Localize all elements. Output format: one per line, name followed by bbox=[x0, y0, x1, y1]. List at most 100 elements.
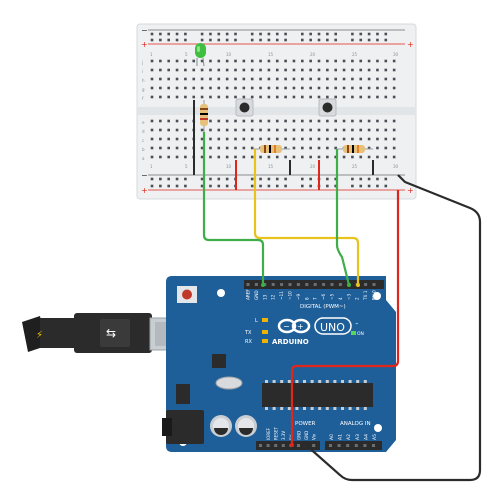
breadboard-hole bbox=[284, 77, 287, 81]
rail-hole bbox=[259, 32, 262, 36]
wire-end bbox=[261, 283, 265, 287]
led-label-l: L bbox=[255, 318, 258, 324]
resistor-band bbox=[357, 145, 359, 153]
rail-hole bbox=[384, 184, 388, 188]
breadboard-hole bbox=[342, 77, 346, 81]
rail-hole bbox=[376, 177, 379, 181]
breadboard-hole bbox=[184, 119, 187, 123]
header-pin bbox=[346, 444, 350, 447]
breadboard-hole bbox=[242, 59, 246, 63]
breadboard-hole bbox=[275, 95, 279, 99]
breadboard-hole bbox=[175, 146, 179, 150]
pin-label: A3 bbox=[355, 434, 361, 440]
breadboard-hole bbox=[317, 155, 321, 159]
breadboard-hole bbox=[225, 95, 229, 99]
rail-hole bbox=[334, 32, 337, 36]
breadboard-hole bbox=[376, 128, 379, 132]
breadboard-hole bbox=[384, 137, 388, 141]
wire-red-5v[interactable] bbox=[290, 190, 400, 445]
breadboard-hole bbox=[384, 128, 388, 132]
pin-label: GND bbox=[254, 290, 259, 300]
breadboard-hole bbox=[192, 95, 196, 99]
breadboard-hole bbox=[250, 155, 254, 159]
rail-hole bbox=[367, 177, 371, 181]
header-pin bbox=[364, 283, 368, 286]
breadboard-hole bbox=[292, 77, 296, 81]
wire-green-button-2[interactable] bbox=[335, 149, 351, 286]
column-number: 10 bbox=[226, 52, 232, 57]
rail-hole bbox=[159, 38, 162, 42]
led-tx bbox=[262, 330, 268, 334]
resistor-button-1[interactable] bbox=[253, 145, 290, 153]
reset-button[interactable] bbox=[177, 286, 197, 303]
chip-pin bbox=[310, 407, 314, 410]
led-leg bbox=[202, 57, 205, 67]
column-number: 20 bbox=[310, 52, 316, 57]
breadboard-hole bbox=[392, 68, 396, 72]
breadboard-hole bbox=[217, 59, 221, 63]
breadboard-hole bbox=[384, 95, 388, 99]
breadboard-hole bbox=[326, 68, 329, 72]
breadboard-hole bbox=[167, 119, 170, 123]
rail-plus-label-bottom-right: + bbox=[407, 186, 414, 195]
wire-black-gnd[interactable] bbox=[305, 174, 482, 482]
board-pcb bbox=[166, 276, 396, 452]
resistor-led[interactable] bbox=[200, 100, 208, 132]
breadboard-hole bbox=[234, 119, 237, 123]
breadboard-hole bbox=[200, 128, 204, 132]
column-number: 25 bbox=[352, 52, 358, 57]
breadboard-hole bbox=[384, 146, 388, 150]
breadboard-hole bbox=[334, 146, 337, 150]
rail-hole bbox=[309, 32, 312, 36]
breadboard-hole bbox=[234, 95, 237, 99]
breadboard-hole bbox=[392, 155, 396, 159]
breadboard-hole bbox=[275, 68, 279, 72]
breadboard-hole bbox=[359, 155, 363, 159]
dc-power-jack[interactable] bbox=[166, 410, 204, 444]
breadboard-hole bbox=[309, 68, 312, 72]
push-button-2[interactable] bbox=[318, 98, 337, 117]
wire-yellow-button-1[interactable] bbox=[253, 149, 360, 285]
breadboard-hole bbox=[384, 119, 388, 123]
breadboard-hole bbox=[317, 59, 321, 63]
breadboard-hole bbox=[367, 146, 371, 150]
pin-label: A2 bbox=[346, 434, 352, 440]
breadboard-hole bbox=[217, 155, 221, 159]
breadboard-hole bbox=[367, 137, 371, 141]
breadboard-hole bbox=[392, 77, 396, 81]
header-pin bbox=[305, 283, 309, 286]
chip-pin bbox=[333, 380, 337, 383]
pin-label: A1 bbox=[338, 434, 344, 440]
chip-pin bbox=[280, 407, 284, 410]
rail-hole bbox=[159, 177, 162, 181]
chip-pin bbox=[265, 407, 268, 410]
resistor-band bbox=[269, 145, 271, 153]
breadboard-hole bbox=[326, 128, 329, 132]
breadboard-hole bbox=[301, 128, 304, 132]
pin-label: TX 1 bbox=[363, 290, 368, 301]
breadboard-hole bbox=[150, 68, 154, 72]
breadboard-hole bbox=[209, 146, 212, 150]
chip-pin bbox=[325, 380, 329, 383]
rail-hole bbox=[326, 184, 329, 188]
breadboard-hole bbox=[242, 77, 246, 81]
push-button-1[interactable] bbox=[235, 98, 254, 117]
breadboard-hole bbox=[284, 137, 287, 141]
resistor-button-2[interactable] bbox=[336, 145, 373, 153]
breadboard-hole bbox=[384, 86, 388, 90]
pin-label: 12 bbox=[271, 294, 276, 300]
breadboard-hole bbox=[267, 137, 271, 141]
breadboard-hole bbox=[250, 68, 254, 72]
breadboard-hole bbox=[284, 68, 287, 72]
rail-hole bbox=[250, 184, 254, 188]
breadboard-hole bbox=[200, 59, 204, 63]
breadboard-hole bbox=[309, 59, 312, 63]
breadboard-hole bbox=[359, 77, 363, 81]
header-pin bbox=[281, 444, 285, 447]
wire-green-led[interactable] bbox=[202, 132, 265, 285]
column-number: 1 bbox=[150, 164, 153, 169]
breadboard-hole bbox=[150, 119, 154, 123]
rail-plus-label-top-right: + bbox=[407, 40, 414, 49]
green-led[interactable] bbox=[195, 43, 206, 67]
breadboard-hole bbox=[234, 137, 237, 141]
